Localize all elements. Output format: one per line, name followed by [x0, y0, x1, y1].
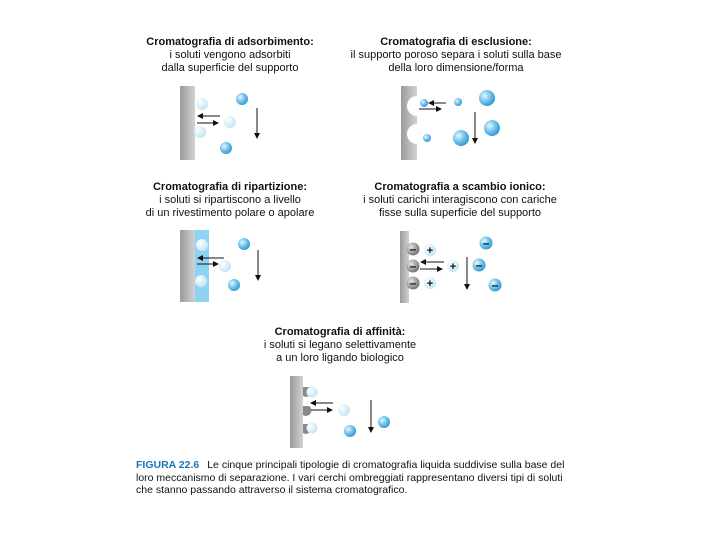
solute	[238, 238, 250, 250]
panel-scambio-ionico-desc-2: fisse sulla superficie del supporto	[332, 207, 588, 220]
minus-sign: –	[410, 259, 417, 273]
figure-caption-text: Le cinque principali tipologie di cromat…	[136, 459, 564, 496]
solute	[194, 126, 206, 138]
panel-affinita-title: Cromatografia di affinità:	[240, 326, 440, 339]
plus-sign: +	[427, 278, 433, 290]
solute	[378, 416, 390, 428]
solute	[195, 275, 207, 287]
solute	[454, 98, 462, 106]
panel-ripartizione-desc-1: i soluti si ripartiscono a livello	[125, 194, 335, 207]
solute	[236, 93, 248, 105]
support-wall	[180, 230, 195, 302]
solute	[344, 425, 356, 437]
panel-scambio-ionico-diagram: – – – + + + – – –	[400, 231, 512, 307]
panel-scambio-ionico-title-block: Cromatografia a scambio ionico: i soluti…	[332, 181, 588, 220]
panel-affinita-desc-2: a un loro ligando biologico	[240, 352, 440, 365]
solute	[484, 120, 500, 136]
panel-adsorbimento-title-block: Cromatografia di adsorbimento: i soluti …	[130, 36, 330, 75]
porous-support	[401, 86, 417, 160]
panel-scambio-ionico-desc-1: i soluti carichi interagiscono con caric…	[332, 194, 588, 207]
solute	[196, 239, 208, 251]
plus-sign: +	[427, 245, 433, 257]
solute	[196, 98, 208, 110]
solute	[224, 116, 236, 128]
support-wall	[180, 86, 195, 160]
panel-esclusione-desc-2: della loro dimensione/forma	[326, 62, 586, 75]
panel-affinita-desc-1: i soluti si legano selettivamente	[240, 339, 440, 352]
solute	[307, 423, 318, 434]
solute	[219, 260, 231, 272]
panel-esclusione-title: Cromatografia di esclusione:	[326, 36, 586, 49]
ligand	[303, 406, 311, 416]
panel-esclusione-diagram	[401, 86, 511, 162]
minus-sign: –	[410, 276, 417, 290]
panel-affinita-diagram	[290, 376, 396, 452]
panel-esclusione-desc-1: il supporto poroso separa i soluti sulla…	[326, 49, 586, 62]
minus-sign: –	[492, 278, 499, 292]
plus-sign: +	[450, 261, 456, 273]
panel-ripartizione-title-block: Cromatografia di ripartizione: i soluti …	[125, 181, 335, 220]
solute	[338, 404, 350, 416]
panel-ripartizione-diagram	[180, 230, 280, 306]
support-wall	[290, 376, 303, 448]
solute	[307, 387, 318, 398]
minus-sign: –	[410, 242, 417, 256]
panel-adsorbimento-title: Cromatografia di adsorbimento:	[130, 36, 330, 49]
panel-adsorbimento-diagram	[180, 86, 280, 162]
panel-ripartizione-title: Cromatografia di ripartizione:	[125, 181, 335, 194]
panel-ripartizione-desc-2: di un rivestimento polare o apolare	[125, 207, 335, 220]
panel-adsorbimento-desc-2: dalla superficie del supporto	[130, 62, 330, 75]
panel-esclusione-title-block: Cromatografia di esclusione: il supporto…	[326, 36, 586, 75]
panel-adsorbimento-desc-1: i soluti vengono adsorbiti	[130, 49, 330, 62]
solute	[423, 134, 431, 142]
solute	[453, 130, 469, 146]
panel-scambio-ionico-title: Cromatografia a scambio ionico:	[332, 181, 588, 194]
solute	[420, 99, 428, 107]
minus-sign: –	[476, 258, 483, 272]
panel-affinita-title-block: Cromatografia di affinità: i soluti si l…	[240, 326, 440, 365]
figure-label: FIGURA 22.6	[136, 459, 199, 471]
minus-sign: –	[483, 236, 490, 250]
solute	[479, 90, 495, 106]
solute	[220, 142, 232, 154]
solute	[228, 279, 240, 291]
